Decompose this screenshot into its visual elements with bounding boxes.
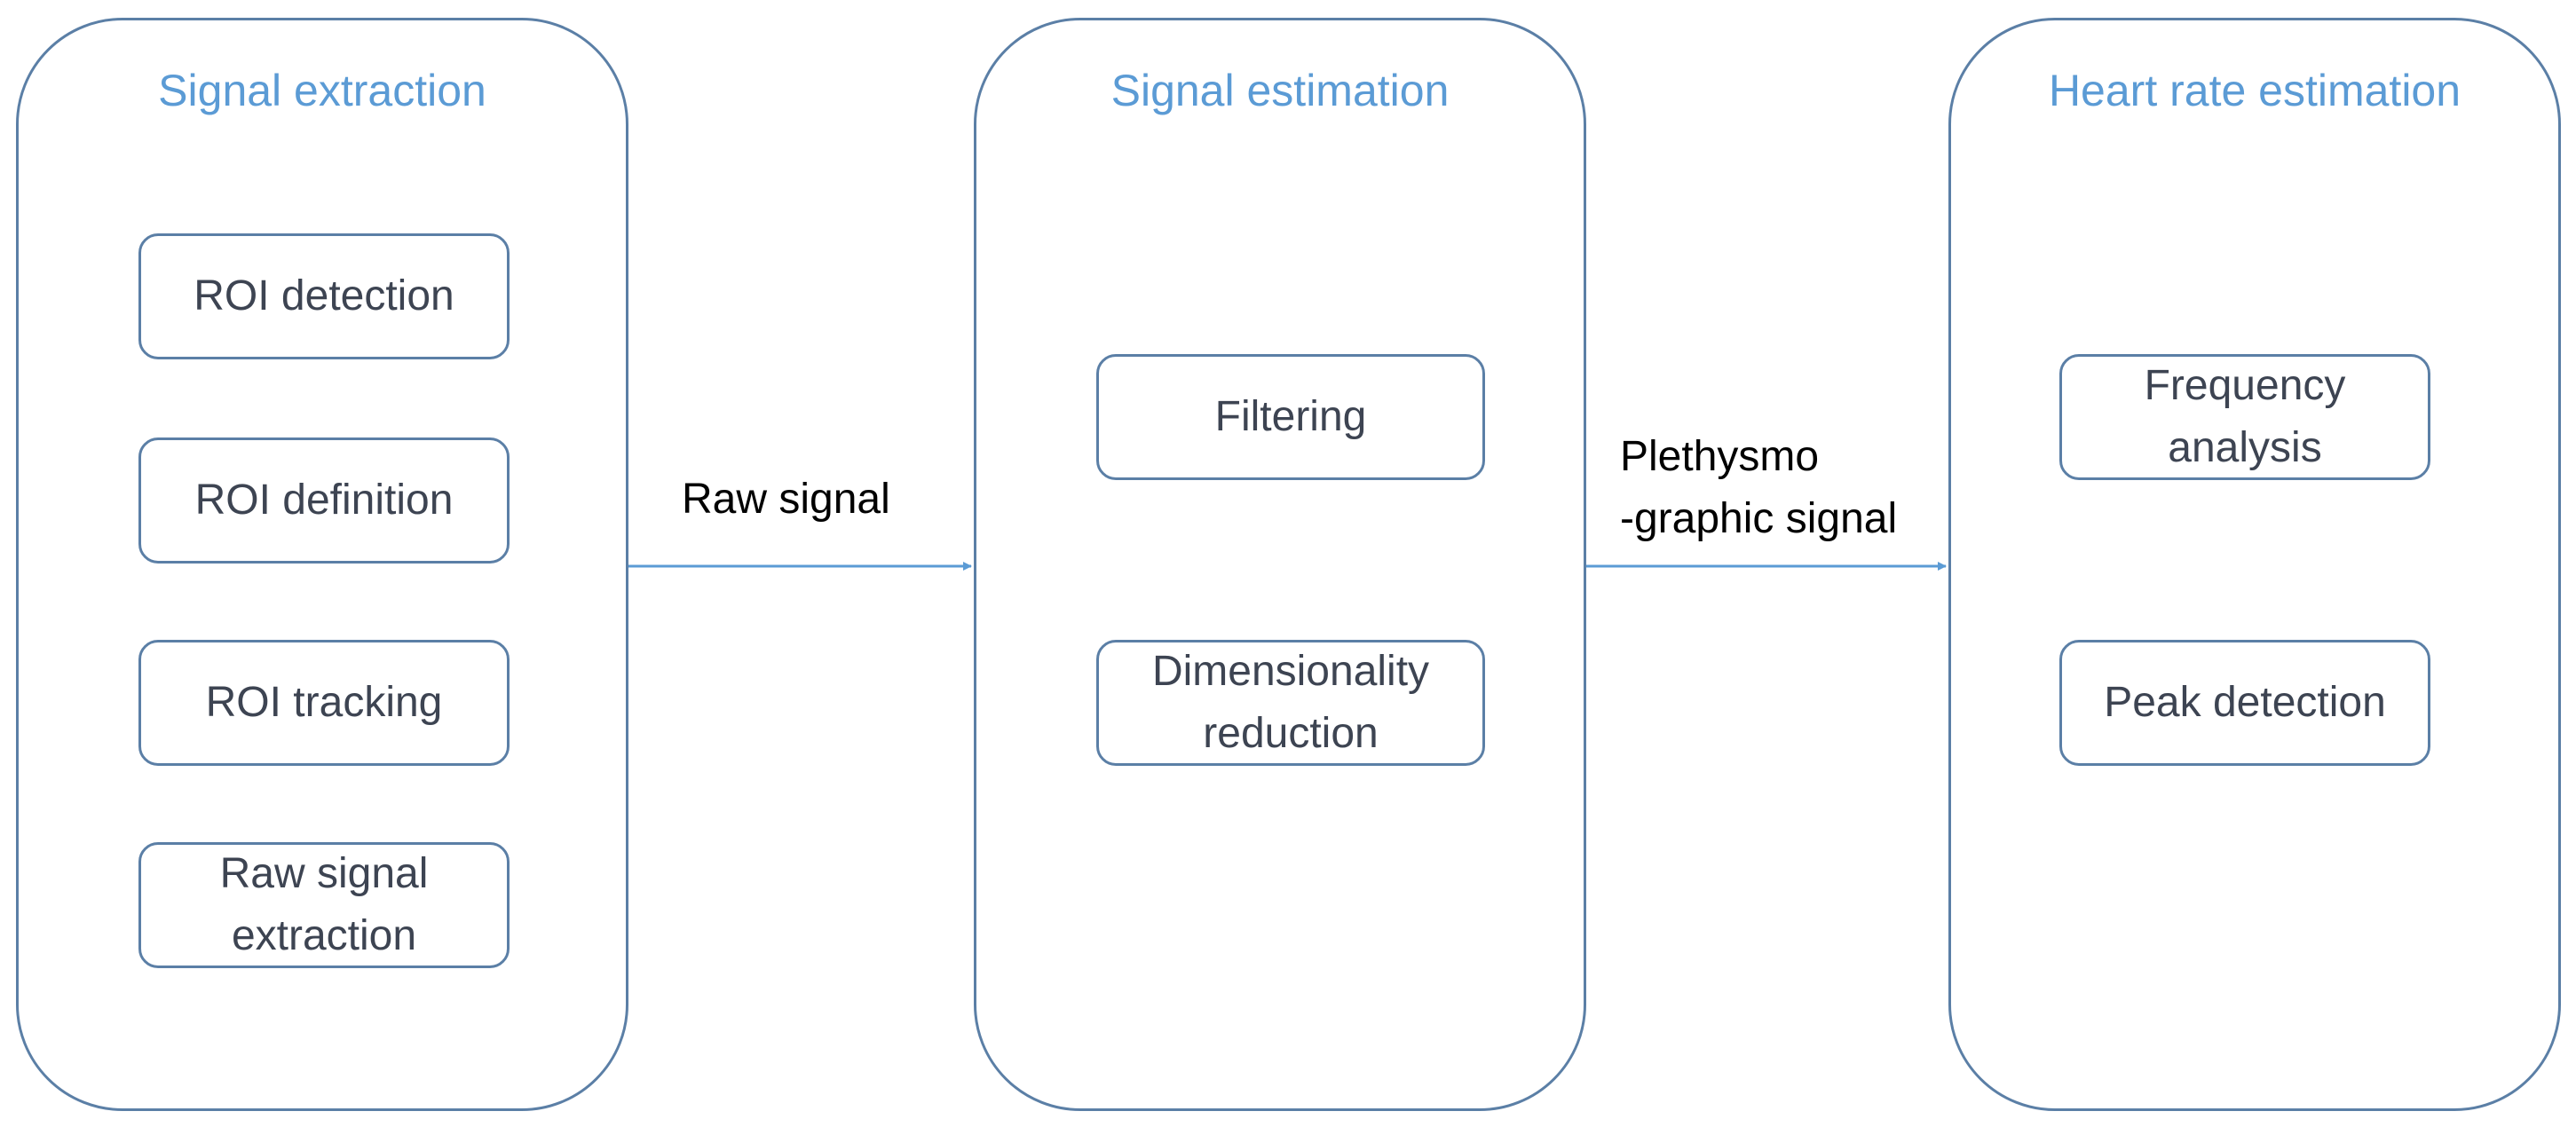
step-dimensionality-reduction: Dimensionality reduction — [1096, 640, 1485, 766]
step-roi-definition: ROI definition — [138, 437, 510, 564]
step-roi-tracking: ROI tracking — [138, 640, 510, 766]
stage-heart-rate-estimation: Heart rate estimation Frequency analysis… — [1948, 18, 2561, 1111]
connector-label-line: -graphic signal — [1620, 494, 1898, 542]
step-roi-detection: ROI detection — [138, 233, 510, 359]
step-peak-detection: Peak detection — [2059, 640, 2430, 766]
step-filtering: Filtering — [1096, 354, 1485, 480]
connector-label-line: Plethysmo — [1620, 433, 1820, 480]
connector-label-plethysmographic-signal: Plethysmo -graphic signal — [1620, 426, 1897, 549]
stage-signal-extraction: Signal extraction ROI detection ROI defi… — [16, 18, 628, 1111]
stage-title: Signal estimation — [1110, 66, 1450, 115]
stage-title: Heart rate estimation — [2048, 66, 2461, 115]
connector-label-line: Raw signal — [682, 476, 890, 523]
step-raw-signal-extraction: Raw signal extraction — [138, 842, 510, 968]
stage-title: Signal extraction — [158, 66, 486, 115]
connector-label-raw-signal: Raw signal — [682, 469, 890, 531]
step-frequency-analysis: Frequency analysis — [2059, 354, 2430, 480]
stage-signal-estimation: Signal estimation Filtering Dimensionali… — [974, 18, 1586, 1111]
